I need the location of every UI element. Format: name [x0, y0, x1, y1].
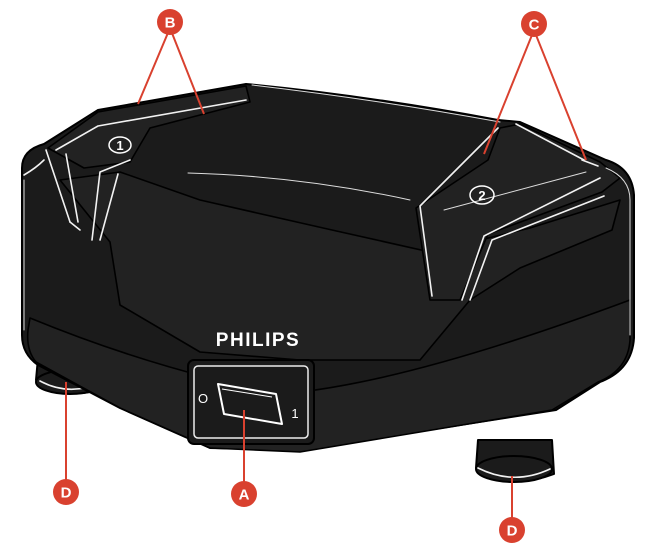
- callout-d-right: D: [499, 476, 525, 543]
- slot-1-number: 1: [116, 138, 123, 153]
- callout-d-left: D: [53, 382, 79, 505]
- power-switch[interactable]: O 1: [188, 360, 314, 444]
- callout-b-label: B: [165, 15, 176, 32]
- callout-c-label: C: [529, 17, 540, 34]
- callout-d-right-label: D: [507, 523, 518, 540]
- callout-a-label: A: [239, 487, 250, 504]
- brand-logo: PHILIPS: [216, 330, 300, 351]
- switch-on-mark: 1: [291, 406, 298, 421]
- switch-off-mark: O: [198, 391, 208, 406]
- callout-d-left-label: D: [61, 485, 72, 502]
- slot-2-number: 2: [478, 188, 485, 203]
- foot-right: [476, 440, 554, 482]
